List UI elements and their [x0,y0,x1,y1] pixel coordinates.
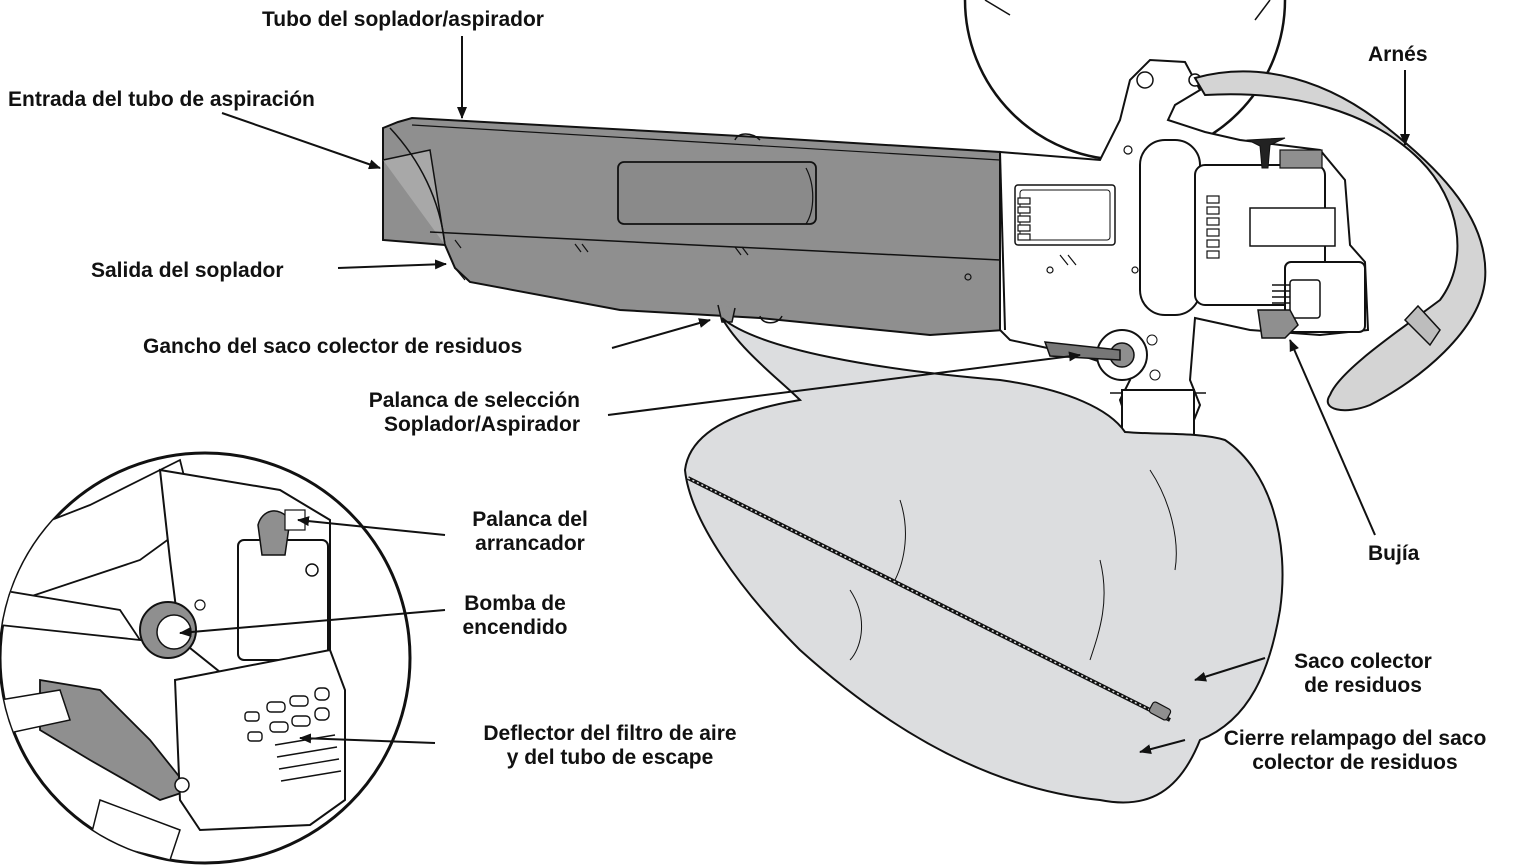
label-arrancador-line1: Palanca del [472,508,588,531]
label-cierre-line1: Cierre relampago del saco [1223,727,1487,750]
label-saco: Saco colector de residuos [1268,650,1458,698]
label-saco-line1: Saco colector [1294,650,1432,673]
inset-detail-circle [0,451,412,865]
label-arrancador: Palanca del arrancador [430,508,630,556]
label-arnes: Arnés [1368,43,1428,66]
label-bomba: Bomba de encendido [430,592,600,640]
label-palanca-seleccion-line2: Soplador/Aspirador [383,413,580,436]
arrow-palanca-sel [607,351,1081,416]
arrow-deflector [299,733,436,744]
label-entrada: Entrada del tubo de aspiración [8,88,315,111]
label-cierre-line2: colector de residuos [1252,751,1458,774]
arrow-bujia [1289,339,1376,536]
label-gancho: Gancho del saco colector de residuos [143,335,523,358]
arrow-bomba [179,609,446,638]
engine-housing [999,58,1370,436]
label-bomba-line2: encendido [462,616,568,639]
label-deflector-line1: Deflector del filtro de aire [483,722,737,745]
debris-bag [683,317,1284,804]
label-palanca-seleccion: Palanca de selección Soplador/Aspirador [330,389,580,437]
label-arrancador-line2: arrancador [475,532,585,555]
arrow-gancho [611,318,711,349]
label-bomba-line1: Bomba de [464,592,566,615]
arrow-cierre [1139,739,1186,754]
arrow-saco [1194,657,1266,682]
label-deflector: Deflector del filtro de aire y del tubo … [440,722,780,770]
arrow-entrada [221,112,381,170]
blower-tube [382,116,1007,337]
label-bujia: Bujía [1368,542,1420,565]
label-cierre: Cierre relampago del saco colector de re… [1195,727,1515,775]
label-salida: Salida del soplador [91,259,284,282]
label-tubo: Tubo del soplador/aspirador [262,8,544,31]
label-saco-line2: de residuos [1304,674,1422,697]
arrow-arrancador [297,516,446,536]
harness-strap [1193,70,1487,412]
leader-arrows [179,36,1410,754]
arrow-salida [337,259,447,270]
label-deflector-line2: y del tubo de escape [506,746,714,769]
label-palanca-seleccion-line1: Palanca de selección [368,389,580,412]
